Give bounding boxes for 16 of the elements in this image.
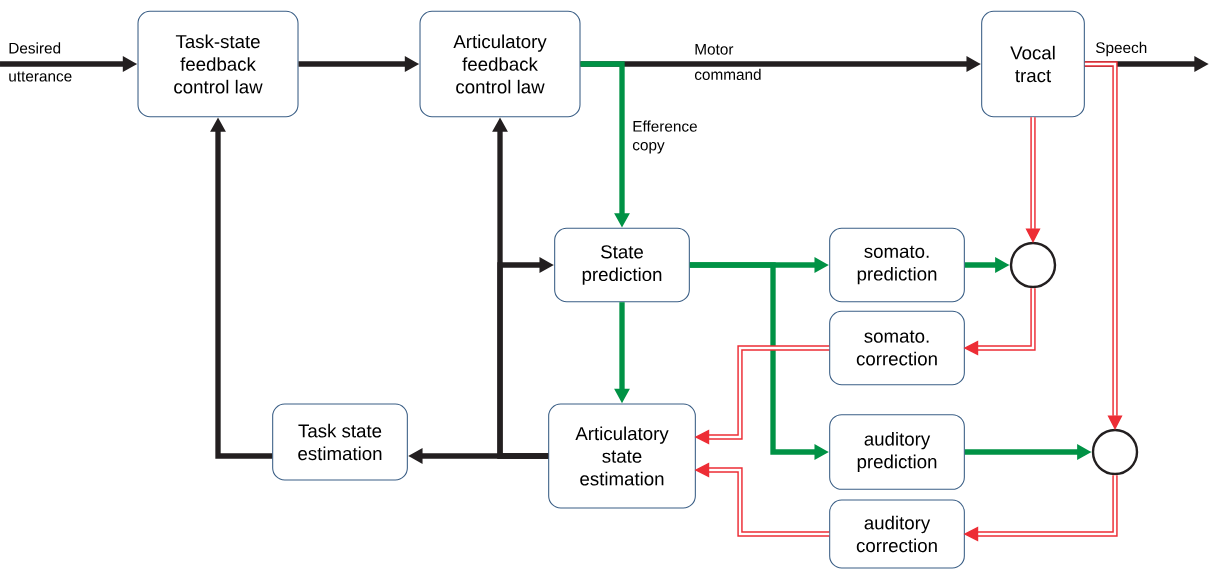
edge-label: Motor command (694, 44, 761, 80)
summing-circle (1009, 241, 1057, 289)
process-box: somato. correction (829, 310, 965, 386)
edge-label: Efference copy (632, 120, 697, 154)
process-box: somato. prediction (829, 227, 965, 303)
process-box: Articulatory feedback control law (419, 10, 581, 118)
process-box: Task-state feedback control law (137, 10, 299, 118)
process-box: State prediction (554, 227, 690, 303)
process-box: auditory correction (829, 499, 965, 569)
process-box: auditory prediction (829, 414, 965, 490)
edge-label: Desired utterance (9, 42, 72, 82)
process-box: Vocal tract (981, 10, 1085, 118)
edge-label: Speech (1095, 41, 1147, 57)
process-box: Task state estimation (272, 403, 408, 481)
process-box: Articulatory state estimation (548, 403, 696, 509)
summing-circle (1091, 428, 1139, 476)
